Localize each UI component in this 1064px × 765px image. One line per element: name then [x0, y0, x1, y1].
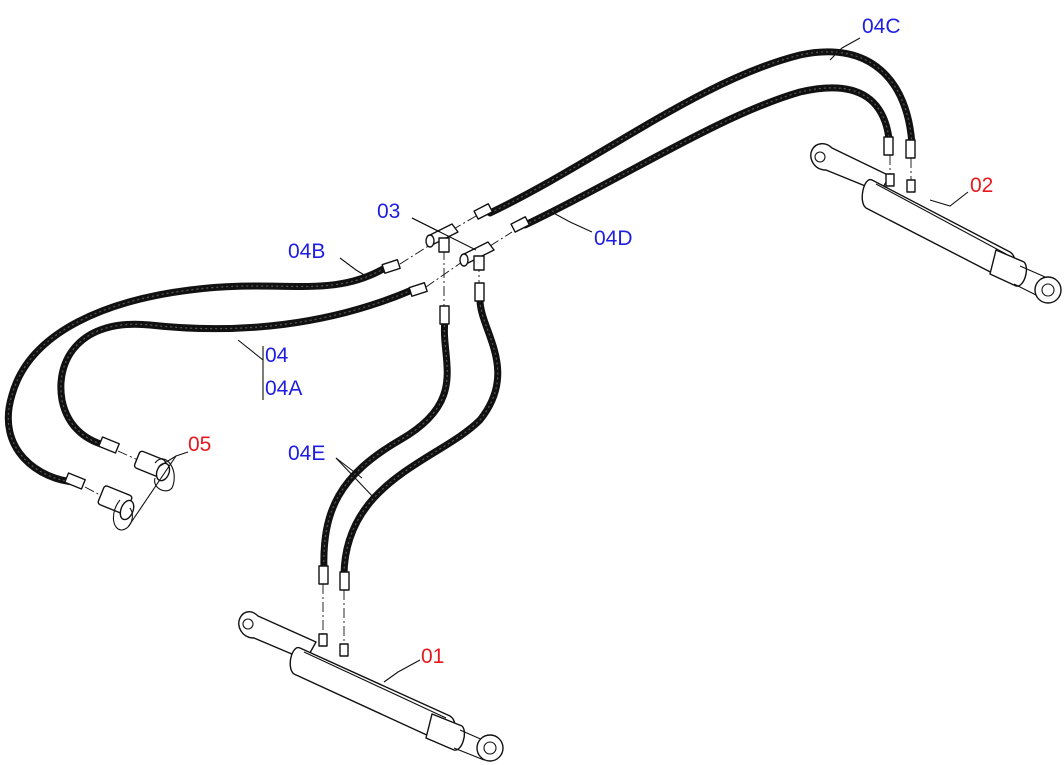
hose-04d [521, 84, 894, 229]
hose-04e-left [320, 316, 451, 574]
label-04a: 04A [265, 377, 302, 400]
label-02: 02 [970, 174, 993, 197]
label-04c: 04C [862, 15, 901, 38]
hose-04a [57, 286, 416, 450]
label-01: 01 [421, 645, 444, 668]
hose-04e-right [340, 296, 502, 579]
hose-fittings [64, 136, 916, 591]
hydraulic-cylinder-02 [810, 143, 1062, 304]
quick-coupler-lower [97, 485, 135, 531]
label-03: 03 [377, 200, 400, 223]
label-04b: 04B [288, 240, 325, 263]
leader-lines [127, 37, 969, 683]
label-04d: 04D [594, 227, 633, 250]
hose-04c [486, 48, 916, 217]
label-05: 05 [188, 433, 211, 456]
label-04: 04 [265, 344, 289, 367]
label-04e: 04E [288, 442, 325, 465]
hose-04b [4, 264, 389, 486]
hydraulic-cylinder-01 [238, 611, 504, 762]
center-lines [84, 155, 912, 646]
tee-fitting-lower [459, 241, 495, 271]
quick-coupler-upper [133, 450, 175, 492]
